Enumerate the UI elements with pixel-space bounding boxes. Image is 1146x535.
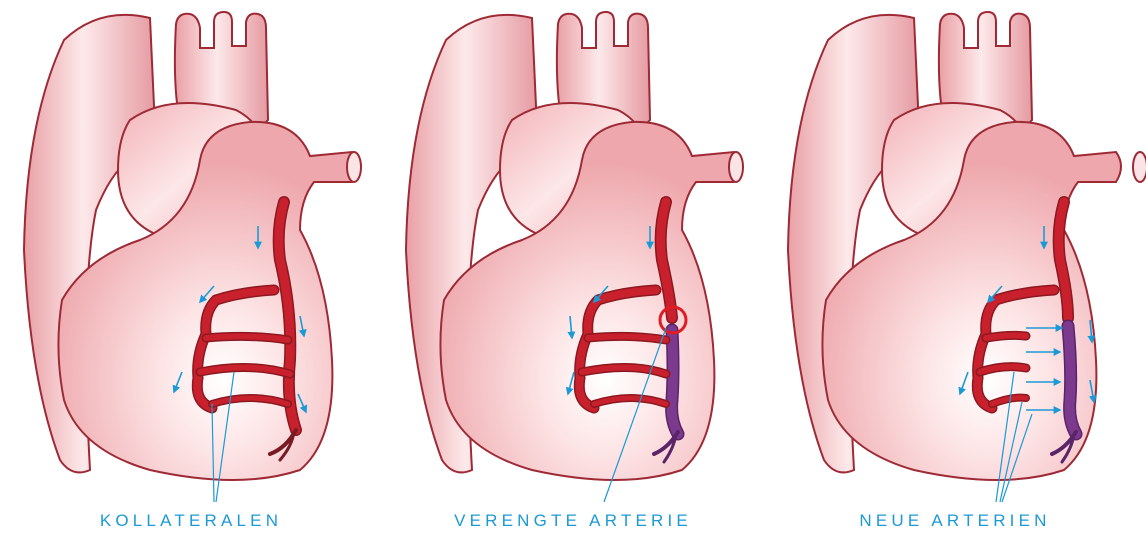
heart-illustration bbox=[382, 0, 764, 535]
heart-illustration bbox=[0, 0, 382, 535]
panel-new-arteries: NEUE ARTERIEN bbox=[764, 0, 1146, 535]
caption-collaterals: KOLLATERALEN bbox=[0, 511, 382, 531]
panel-collaterals: KOLLATERALEN bbox=[0, 0, 382, 535]
caption-narrowed-artery: VERENGTE ARTERIE bbox=[382, 511, 764, 531]
heart-illustration bbox=[764, 0, 1146, 535]
caption-new-arteries: NEUE ARTERIEN bbox=[764, 511, 1146, 531]
panel-narrowed-artery: VERENGTE ARTERIE bbox=[382, 0, 764, 535]
